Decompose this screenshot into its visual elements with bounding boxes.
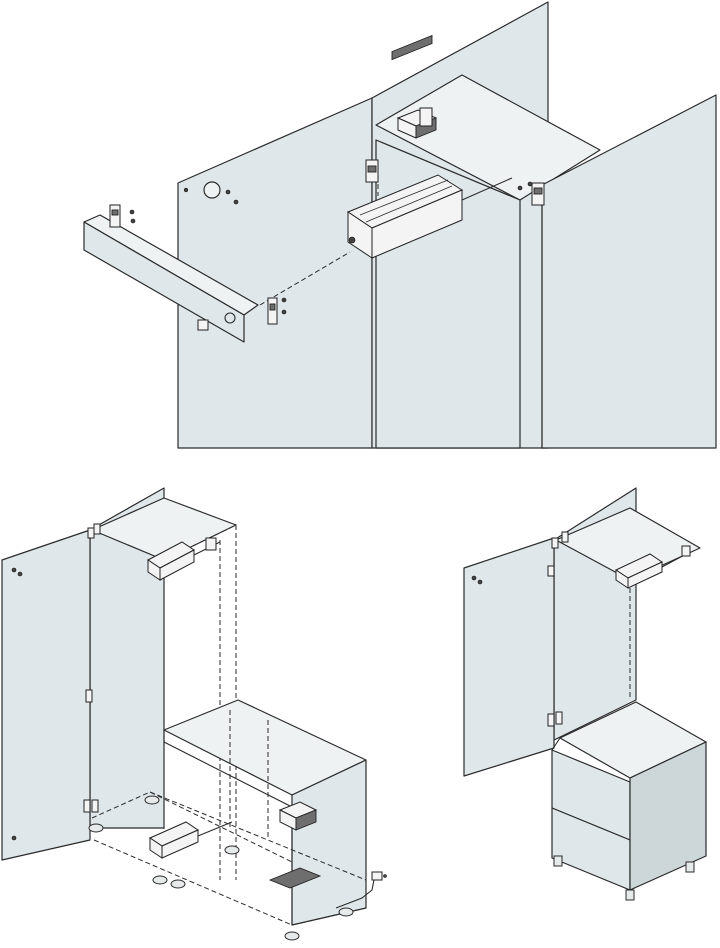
left-door-panel: [177, 97, 373, 449]
connecting-rod: [461, 177, 513, 201]
exploded-view: [83, 1, 717, 449]
cable-box: [268, 867, 322, 889]
drive-unit-icon: [147, 537, 221, 581]
cabinet-top: [555, 507, 701, 581]
lock-mechanism: [278, 801, 318, 831]
open-door-panel: [463, 537, 555, 777]
drawer-cabinet-view: [463, 487, 707, 901]
hinge-icon: [83, 523, 101, 813]
power-cable-icon: [335, 871, 387, 909]
base-side: [629, 741, 707, 891]
drive-unit-icon: [614, 545, 691, 589]
hinge-icon: [109, 159, 545, 325]
open-door-panel: [1, 529, 91, 861]
top-shelf: [375, 74, 601, 201]
lock-mechanism: [396, 107, 438, 139]
tall-cabinet-view: [1, 487, 387, 941]
cabinet-foot-icon: [88, 795, 354, 941]
drive-unit-icon: [346, 34, 513, 259]
hinge-icon: [547, 531, 569, 727]
drive-unit-icon: [148, 821, 233, 859]
cabinet-foot-icon: [553, 855, 695, 901]
rail-bar: [83, 221, 245, 343]
